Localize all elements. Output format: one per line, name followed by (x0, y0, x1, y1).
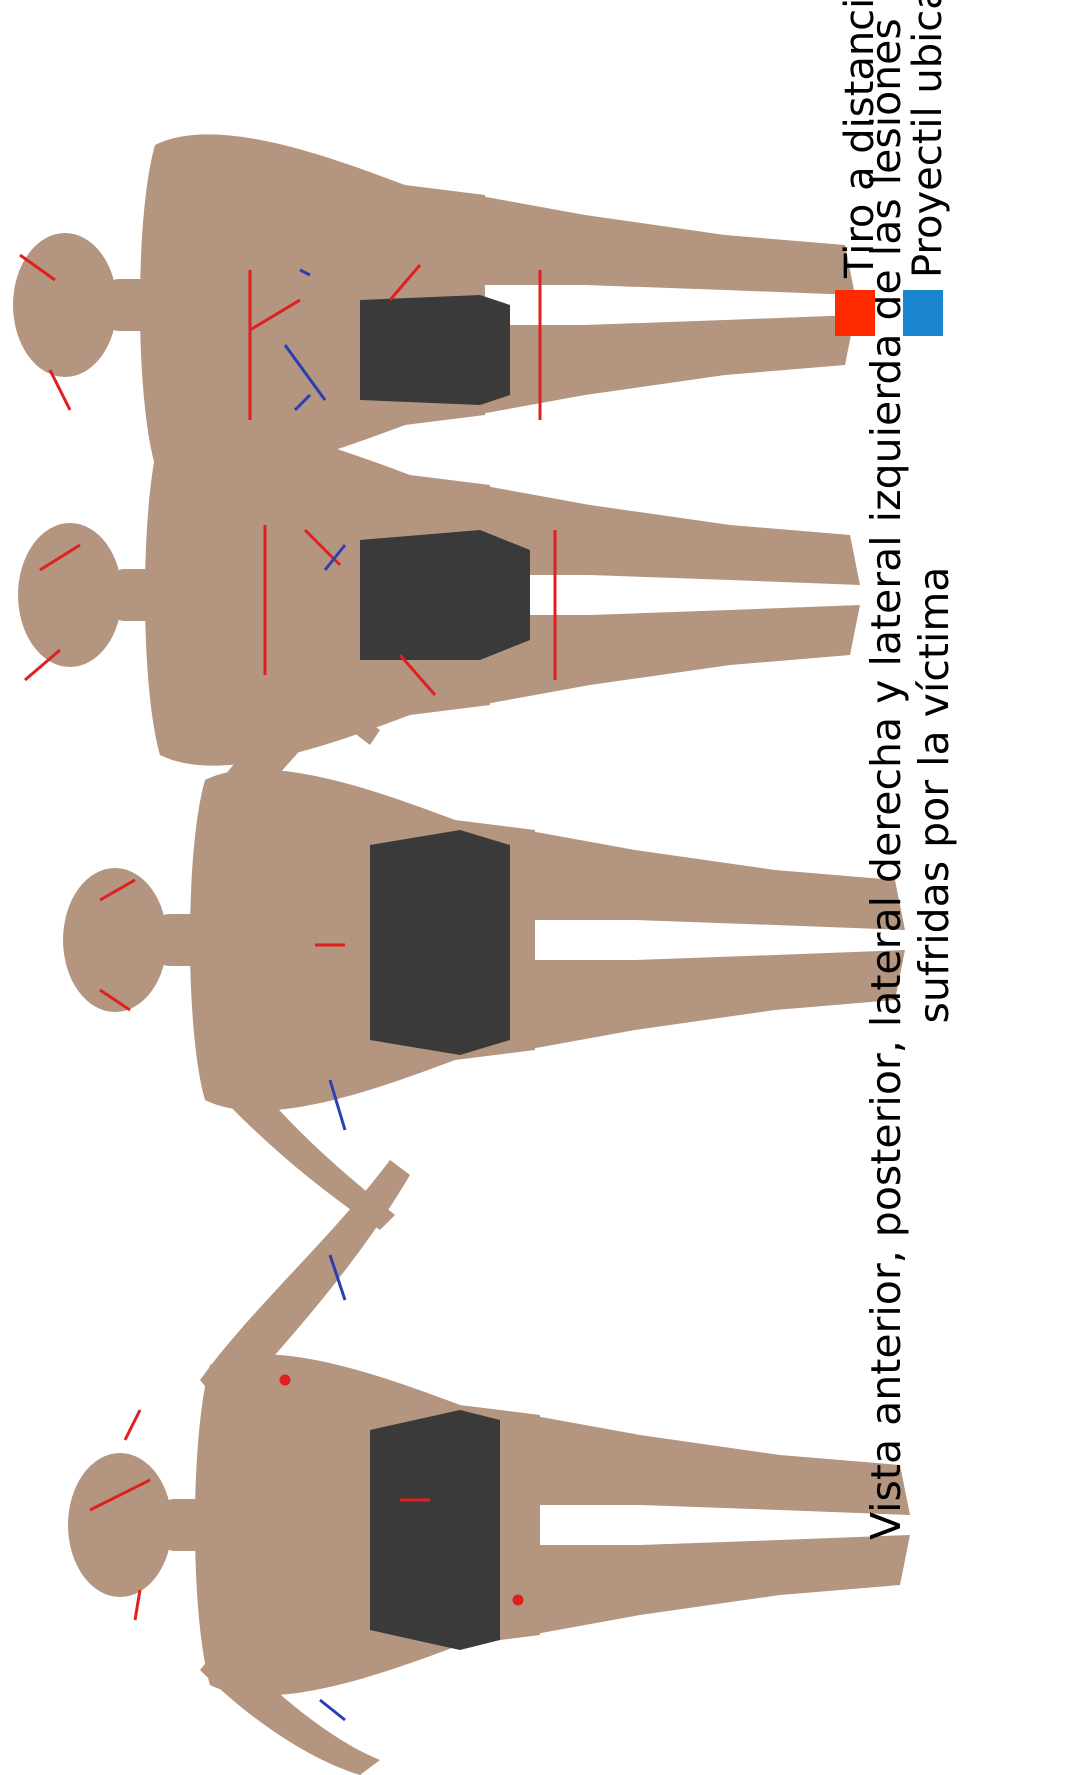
anterior-view (68, 1160, 910, 1775)
red-square-icon (835, 290, 875, 336)
left-lateral-view (13, 134, 855, 475)
legend-label-proyectil: Proyectil ubicado (906, 0, 950, 278)
right-lateral-shorts (360, 530, 530, 660)
right-lateral-view (18, 424, 860, 765)
blue-square-icon (903, 290, 943, 336)
posterior-shorts (370, 830, 510, 1055)
legend-label-tiro: Tiro a distancia (838, 0, 882, 278)
anterior-shorts (370, 1410, 500, 1650)
left-lateral-shorts (360, 295, 510, 405)
